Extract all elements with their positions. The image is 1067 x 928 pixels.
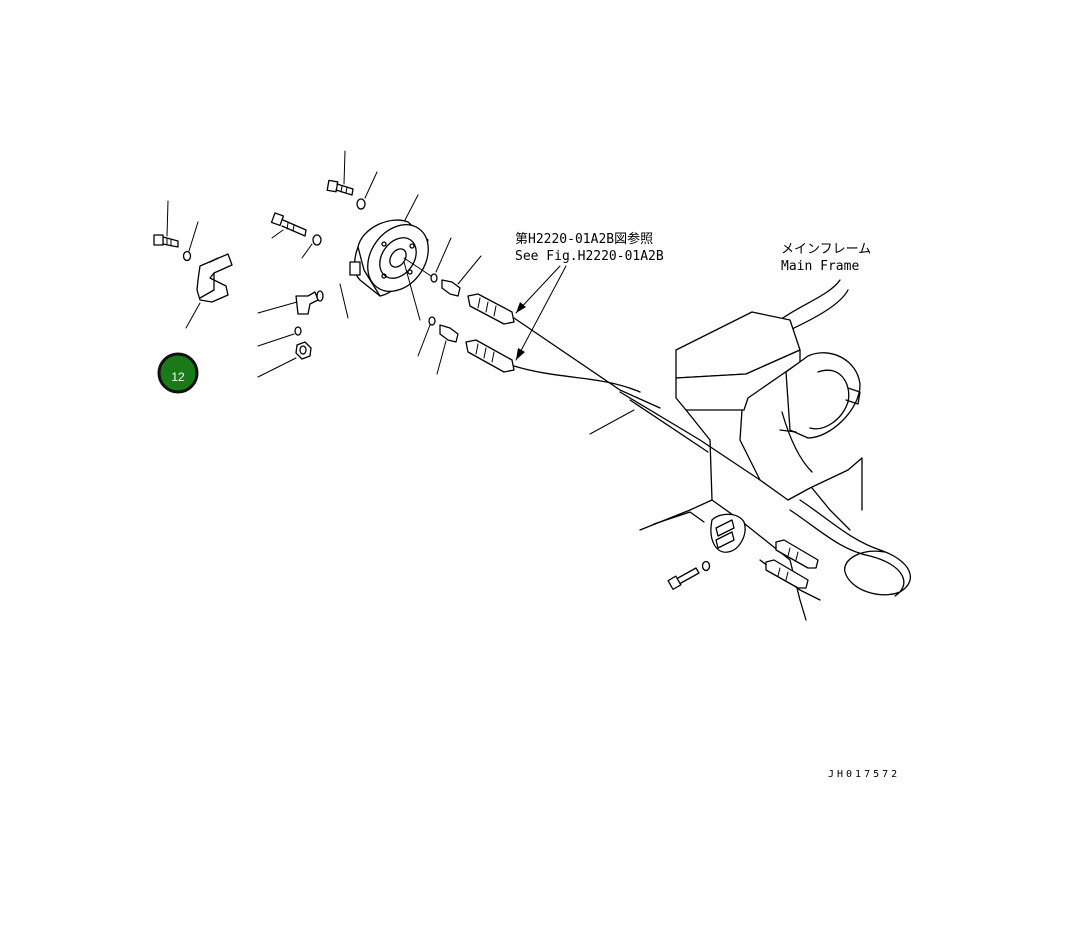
washer-icon bbox=[301, 234, 322, 259]
drawing-code: JH017572 bbox=[828, 769, 900, 780]
connector-icon bbox=[417, 237, 482, 375]
hose-fitting-icon bbox=[465, 293, 515, 373]
washer-icon bbox=[356, 171, 378, 210]
elbow-fitting-icon bbox=[257, 290, 324, 315]
washer-icon bbox=[257, 326, 302, 347]
reference-note: 第H2220-01A2B図参照 See Fig.H2220-01A2B bbox=[515, 231, 664, 361]
callout-badge[interactable]: 12 bbox=[157, 352, 199, 394]
bolt-icon bbox=[153, 200, 179, 248]
reference-note-en: See Fig.H2220-01A2B bbox=[515, 249, 664, 264]
bolt-icon bbox=[667, 560, 711, 590]
callout-number[interactable]: 12 bbox=[171, 370, 185, 384]
main-frame-note-en: Main Frame bbox=[781, 259, 859, 274]
reference-note-jp: 第H2220-01A2B図参照 bbox=[515, 231, 653, 247]
main-frame bbox=[619, 279, 912, 621]
hub-flange-icon bbox=[339, 194, 432, 321]
washer-icon bbox=[182, 221, 199, 262]
port-plate-icon bbox=[710, 513, 746, 553]
bracket-icon bbox=[185, 253, 233, 329]
bolt-icon bbox=[326, 150, 354, 196]
main-frame-note: メインフレーム Main Frame bbox=[781, 242, 871, 274]
bolt-icon bbox=[270, 212, 307, 239]
frame-fittings-icon bbox=[765, 539, 819, 589]
nut-icon bbox=[257, 341, 312, 378]
callout-badge-circle[interactable] bbox=[157, 352, 199, 394]
main-frame-note-jp: メインフレーム bbox=[781, 242, 871, 257]
hose-lines bbox=[513, 317, 661, 435]
